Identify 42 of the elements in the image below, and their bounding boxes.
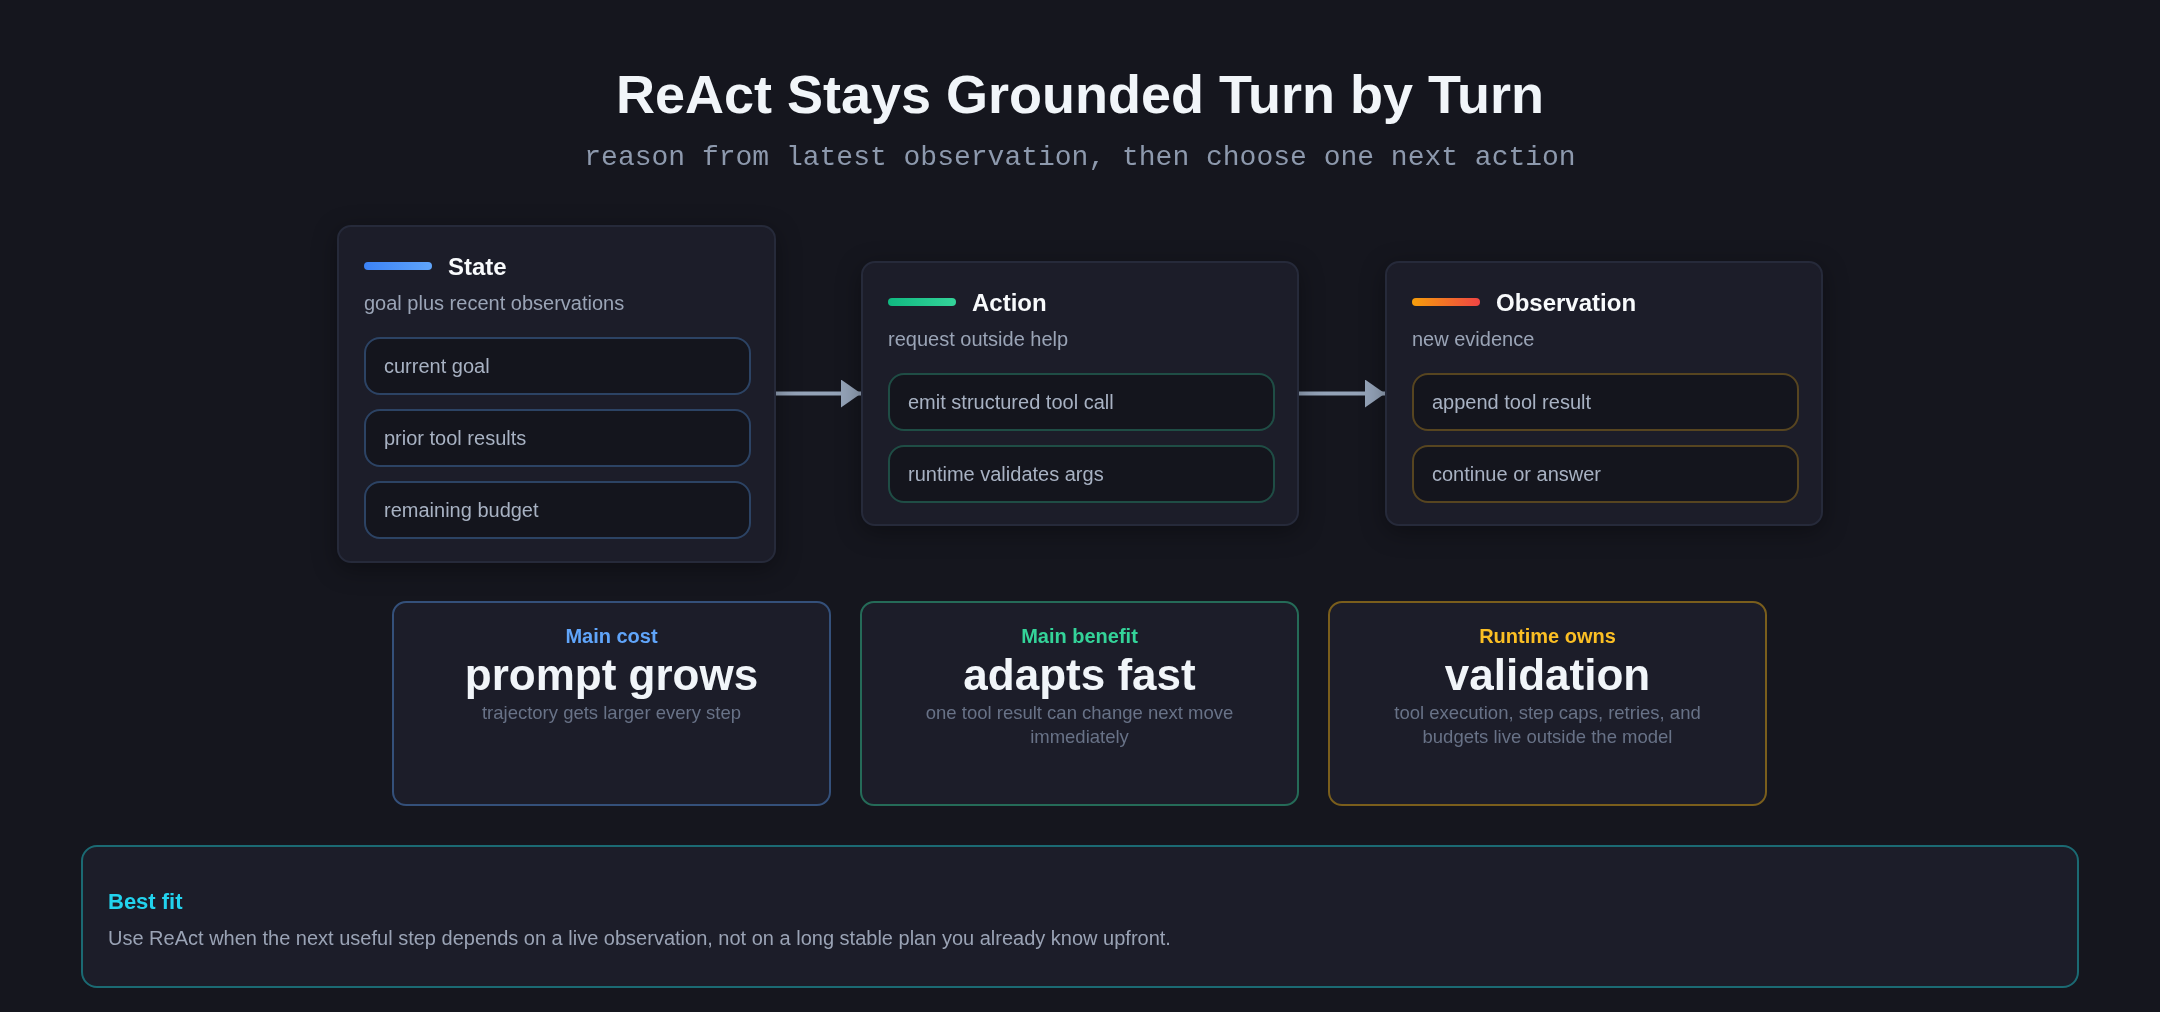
subtitle: reason from latest observation, then choose one next action xyxy=(584,141,1576,175)
card-subtitle: goal plus recent observations xyxy=(364,291,625,315)
step-item xyxy=(1412,445,1799,503)
arrow xyxy=(1299,379,1385,408)
arrow xyxy=(776,379,861,408)
summary-card xyxy=(392,601,831,806)
step-item xyxy=(888,373,1275,431)
item-text: continue or answer xyxy=(1432,462,1601,486)
step-item xyxy=(364,481,751,539)
diagram-title: ReAct Stays Grounded Turn by Turn xyxy=(615,63,1545,126)
item-text: remaining budget xyxy=(384,498,539,522)
card-label: Main benefit xyxy=(1021,624,1138,649)
step-item xyxy=(364,409,751,467)
note-text: Use ReAct when the next useful step depends on a live observation, not on a long stable plan you already know upfront. xyxy=(108,926,1171,950)
card-title: State xyxy=(448,252,507,282)
item-text: append tool result xyxy=(1432,390,1591,414)
summary-card xyxy=(860,601,1299,806)
step-item xyxy=(888,445,1275,503)
card-headline: prompt grows xyxy=(464,649,759,701)
item-text: prior tool results xyxy=(384,426,527,450)
item-text: current goal xyxy=(384,354,490,378)
stage-card xyxy=(337,225,776,563)
card-headline: adapts fast xyxy=(963,649,1196,701)
step-item xyxy=(1412,373,1799,431)
item-text: emit structured tool call xyxy=(908,390,1114,414)
card-description: trajectory gets larger every step xyxy=(481,701,742,725)
card-subtitle: request outside help xyxy=(888,327,1069,351)
callout-panel xyxy=(81,845,2079,988)
stage-card xyxy=(1385,261,1823,526)
step-item xyxy=(364,337,751,395)
stage-card xyxy=(861,261,1299,526)
card-title: Observation xyxy=(1496,288,1637,318)
note-title: Best fit xyxy=(108,888,183,916)
card-subtitle: new evidence xyxy=(1412,327,1535,351)
summary-card xyxy=(1328,601,1767,806)
card-headline: validation xyxy=(1444,649,1651,701)
item-text: runtime validates args xyxy=(908,462,1104,486)
card-label: Runtime owns xyxy=(1479,624,1616,649)
card-description: tool execution, step caps, retries, and budgets live outside the model xyxy=(1393,701,1702,749)
card-description: one tool result can change next move immediately xyxy=(924,701,1235,749)
card-title: Action xyxy=(972,288,1047,318)
card-label: Main cost xyxy=(565,624,658,649)
